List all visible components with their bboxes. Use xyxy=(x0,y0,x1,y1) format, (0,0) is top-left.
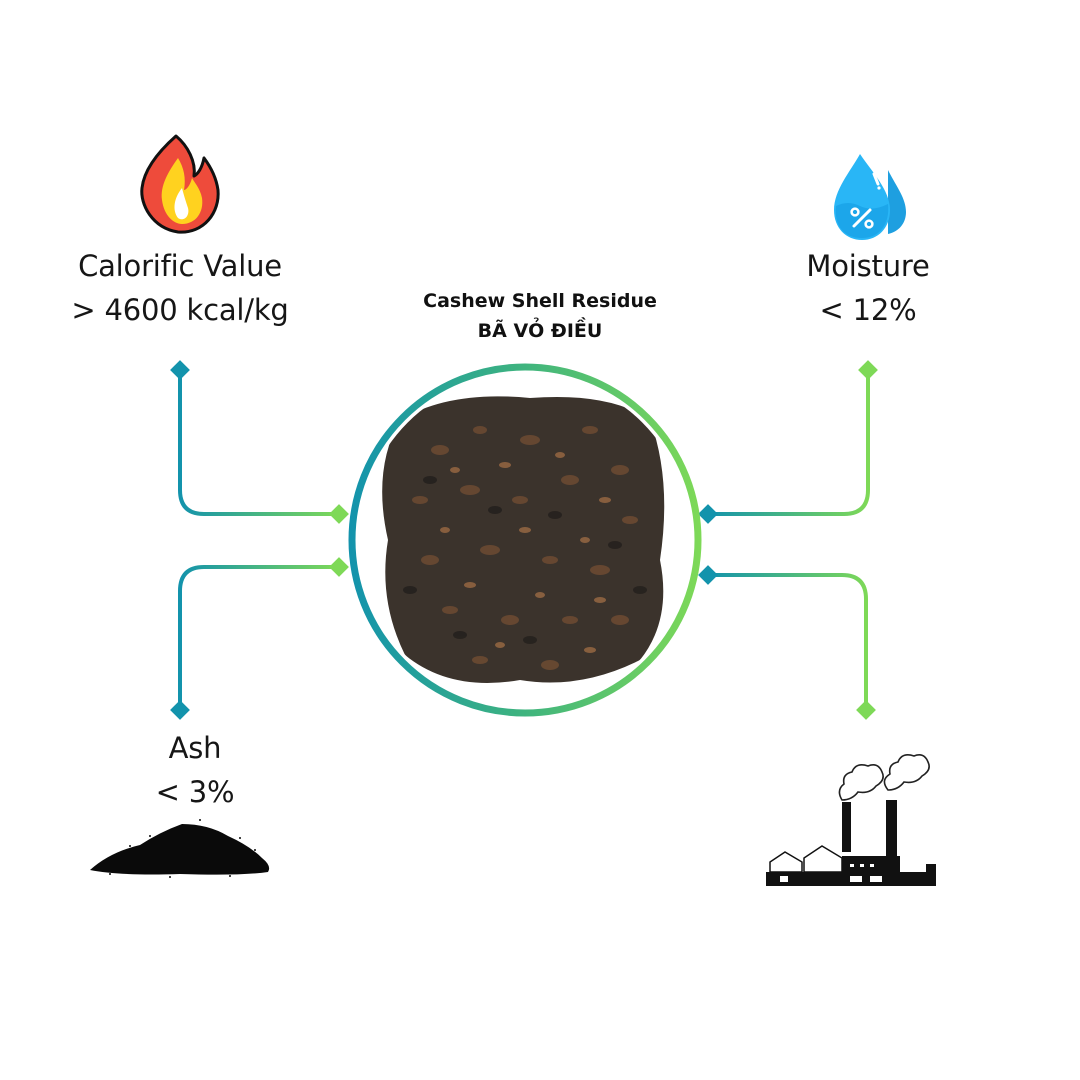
spec-calorific-value: > 4600 kcal/kg xyxy=(71,293,289,327)
water-drop-percent-icon xyxy=(834,154,906,240)
title-vietnamese: BÃ VỎ ĐIỀU xyxy=(477,320,603,342)
spec-ash: Ash < 3% xyxy=(100,726,290,814)
spec-ash-label: Ash xyxy=(168,731,222,765)
connector-calorific xyxy=(170,360,349,524)
connector-moisture xyxy=(698,360,878,524)
factory-icon xyxy=(766,754,936,886)
spec-calorific: Calorific Value > 4600 kcal/kg xyxy=(40,244,320,332)
spec-ash-value: < 3% xyxy=(155,775,235,809)
center-title: Cashew Shell Residue BÃ VỎ ĐIỀU xyxy=(340,286,740,346)
connector-industry xyxy=(698,565,876,720)
spec-moisture-label: Moisture xyxy=(806,249,930,283)
cashew-shell-residue-photo xyxy=(359,374,691,706)
spec-moisture-value: < 12% xyxy=(819,293,917,327)
title-english: Cashew Shell Residue xyxy=(423,290,657,312)
fire-icon xyxy=(140,134,220,234)
connector-ash xyxy=(170,557,349,720)
ash-pile-icon xyxy=(90,819,270,878)
center-ring xyxy=(348,363,702,717)
spec-moisture: Moisture < 12% xyxy=(768,244,968,332)
spec-calorific-label: Calorific Value xyxy=(78,249,282,283)
